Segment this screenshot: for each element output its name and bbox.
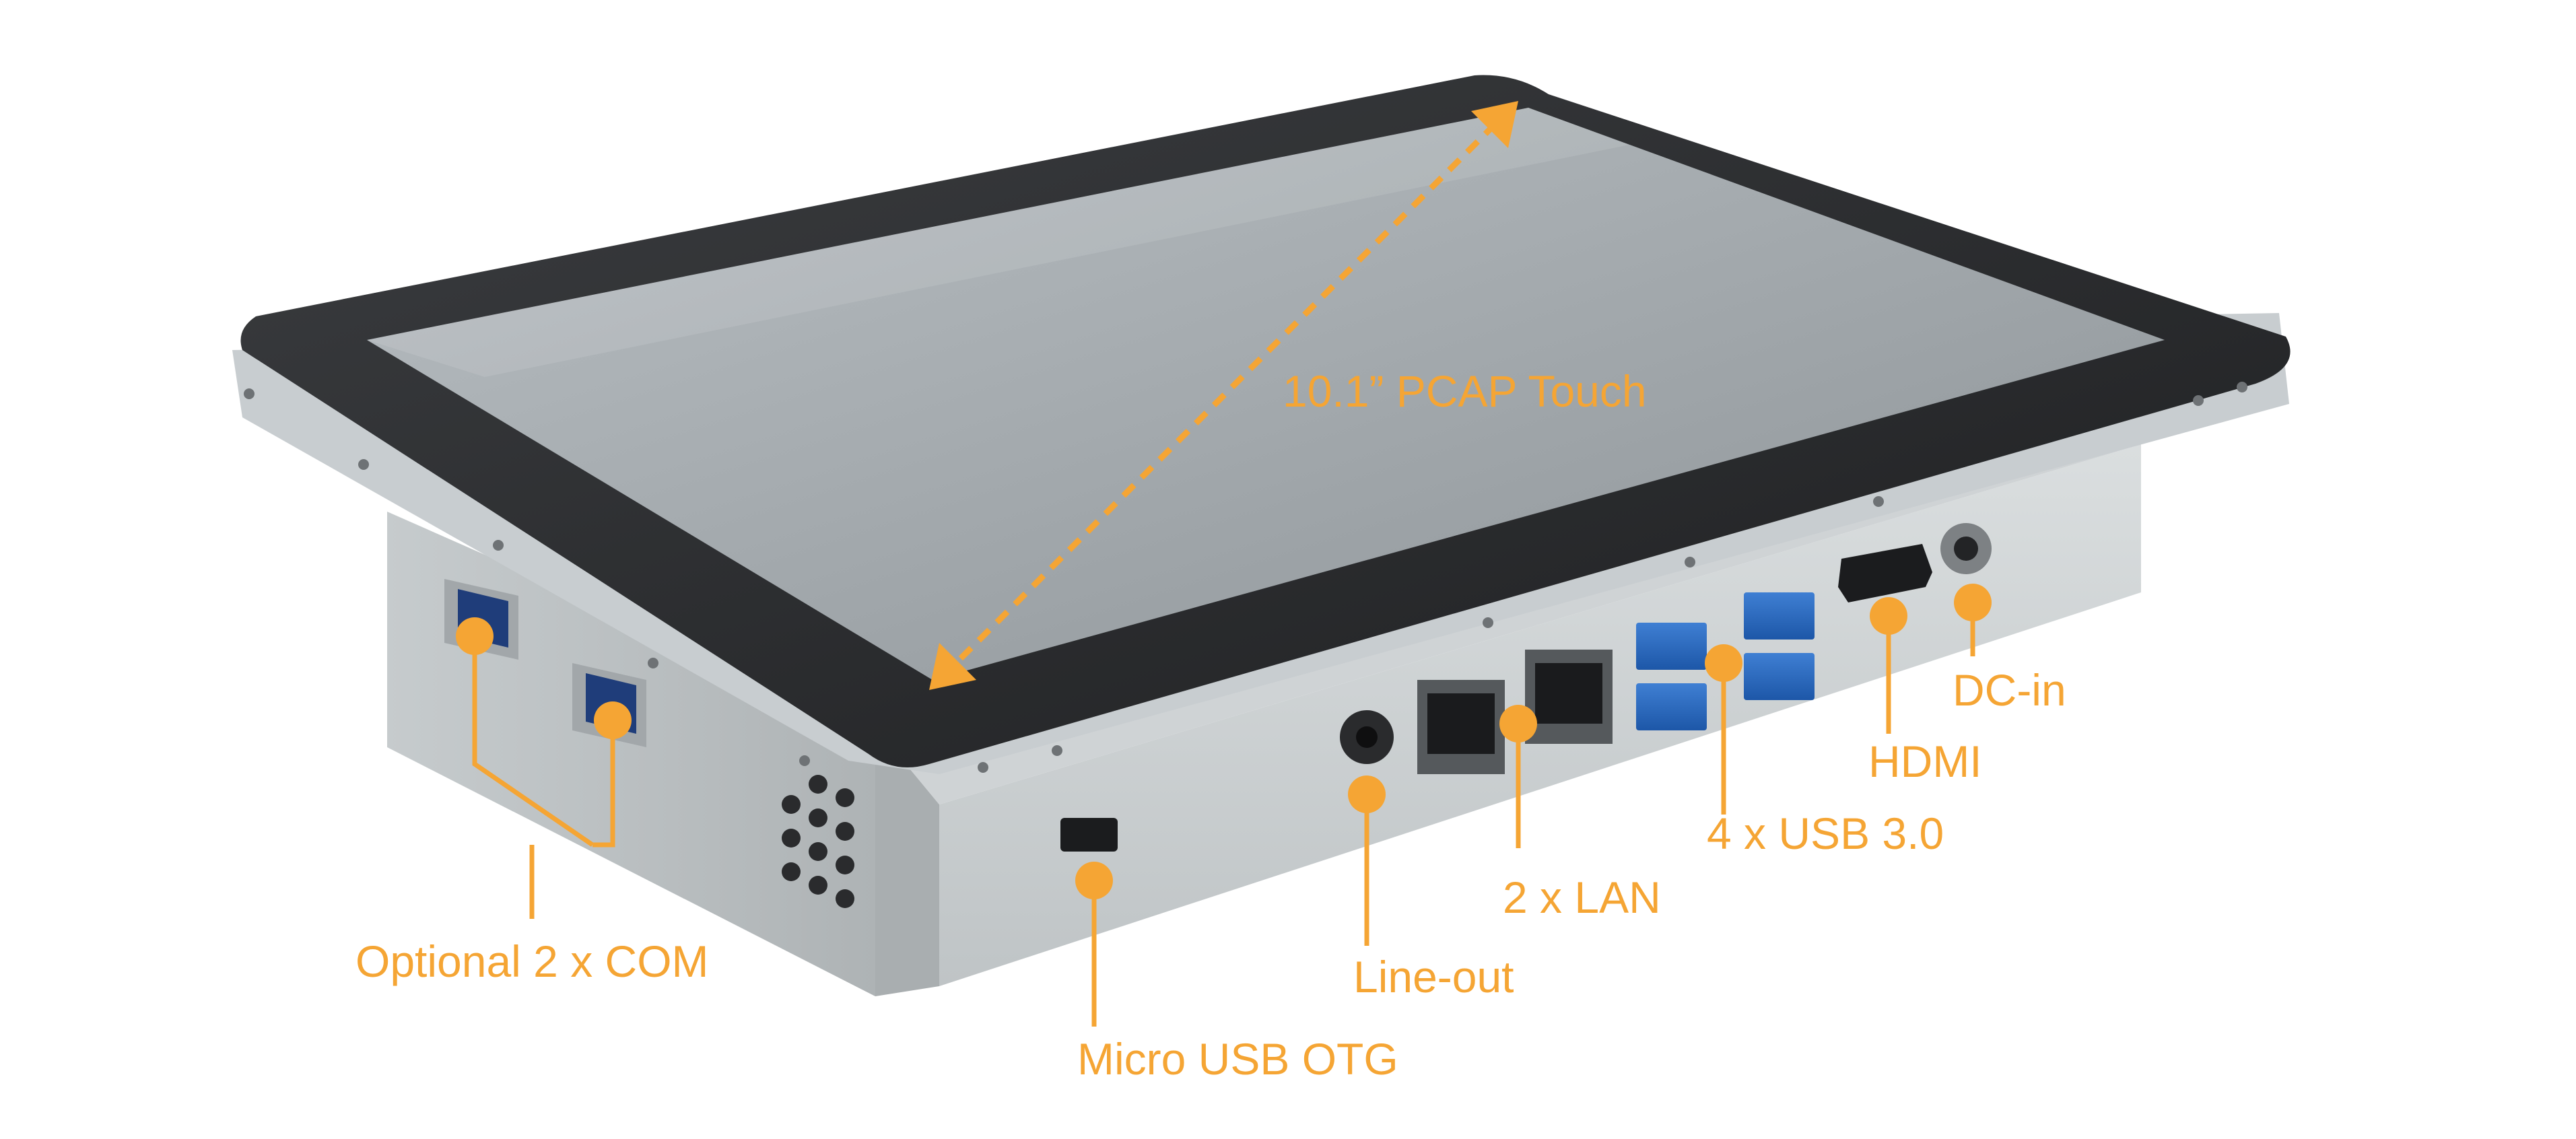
- dc-in-label: DC-in: [1953, 665, 2066, 715]
- lan-ports: [1417, 650, 1613, 774]
- frame-screws: [244, 382, 2247, 773]
- hdmi-port: [1838, 544, 1932, 602]
- arrowhead-top: [1471, 101, 1518, 148]
- callout-dots: [456, 584, 1992, 899]
- line-out-label: Line-out: [1353, 952, 1514, 1002]
- lan-label: 2 x LAN: [1503, 872, 1661, 922]
- screen-reflection: [367, 108, 1629, 377]
- usb-ports: [1636, 592, 1815, 730]
- diagonal-arrow-line: [940, 112, 1507, 679]
- micro-usb-port: [1060, 818, 1118, 852]
- display-screen: [367, 108, 2165, 680]
- hdmi-label: HDMI: [1868, 736, 1982, 786]
- screen-size-label: 10.1” PCAP Touch: [1283, 366, 1647, 416]
- arrowhead-bottom: [929, 643, 976, 690]
- micro-usb-label: Micro USB OTG: [1077, 1034, 1398, 1084]
- usb-label: 4 x USB 3.0: [1707, 808, 1944, 858]
- com-label: Optional 2 x COM: [355, 936, 709, 986]
- vent-holes: [782, 775, 854, 908]
- chassis-top-lip: [875, 727, 939, 996]
